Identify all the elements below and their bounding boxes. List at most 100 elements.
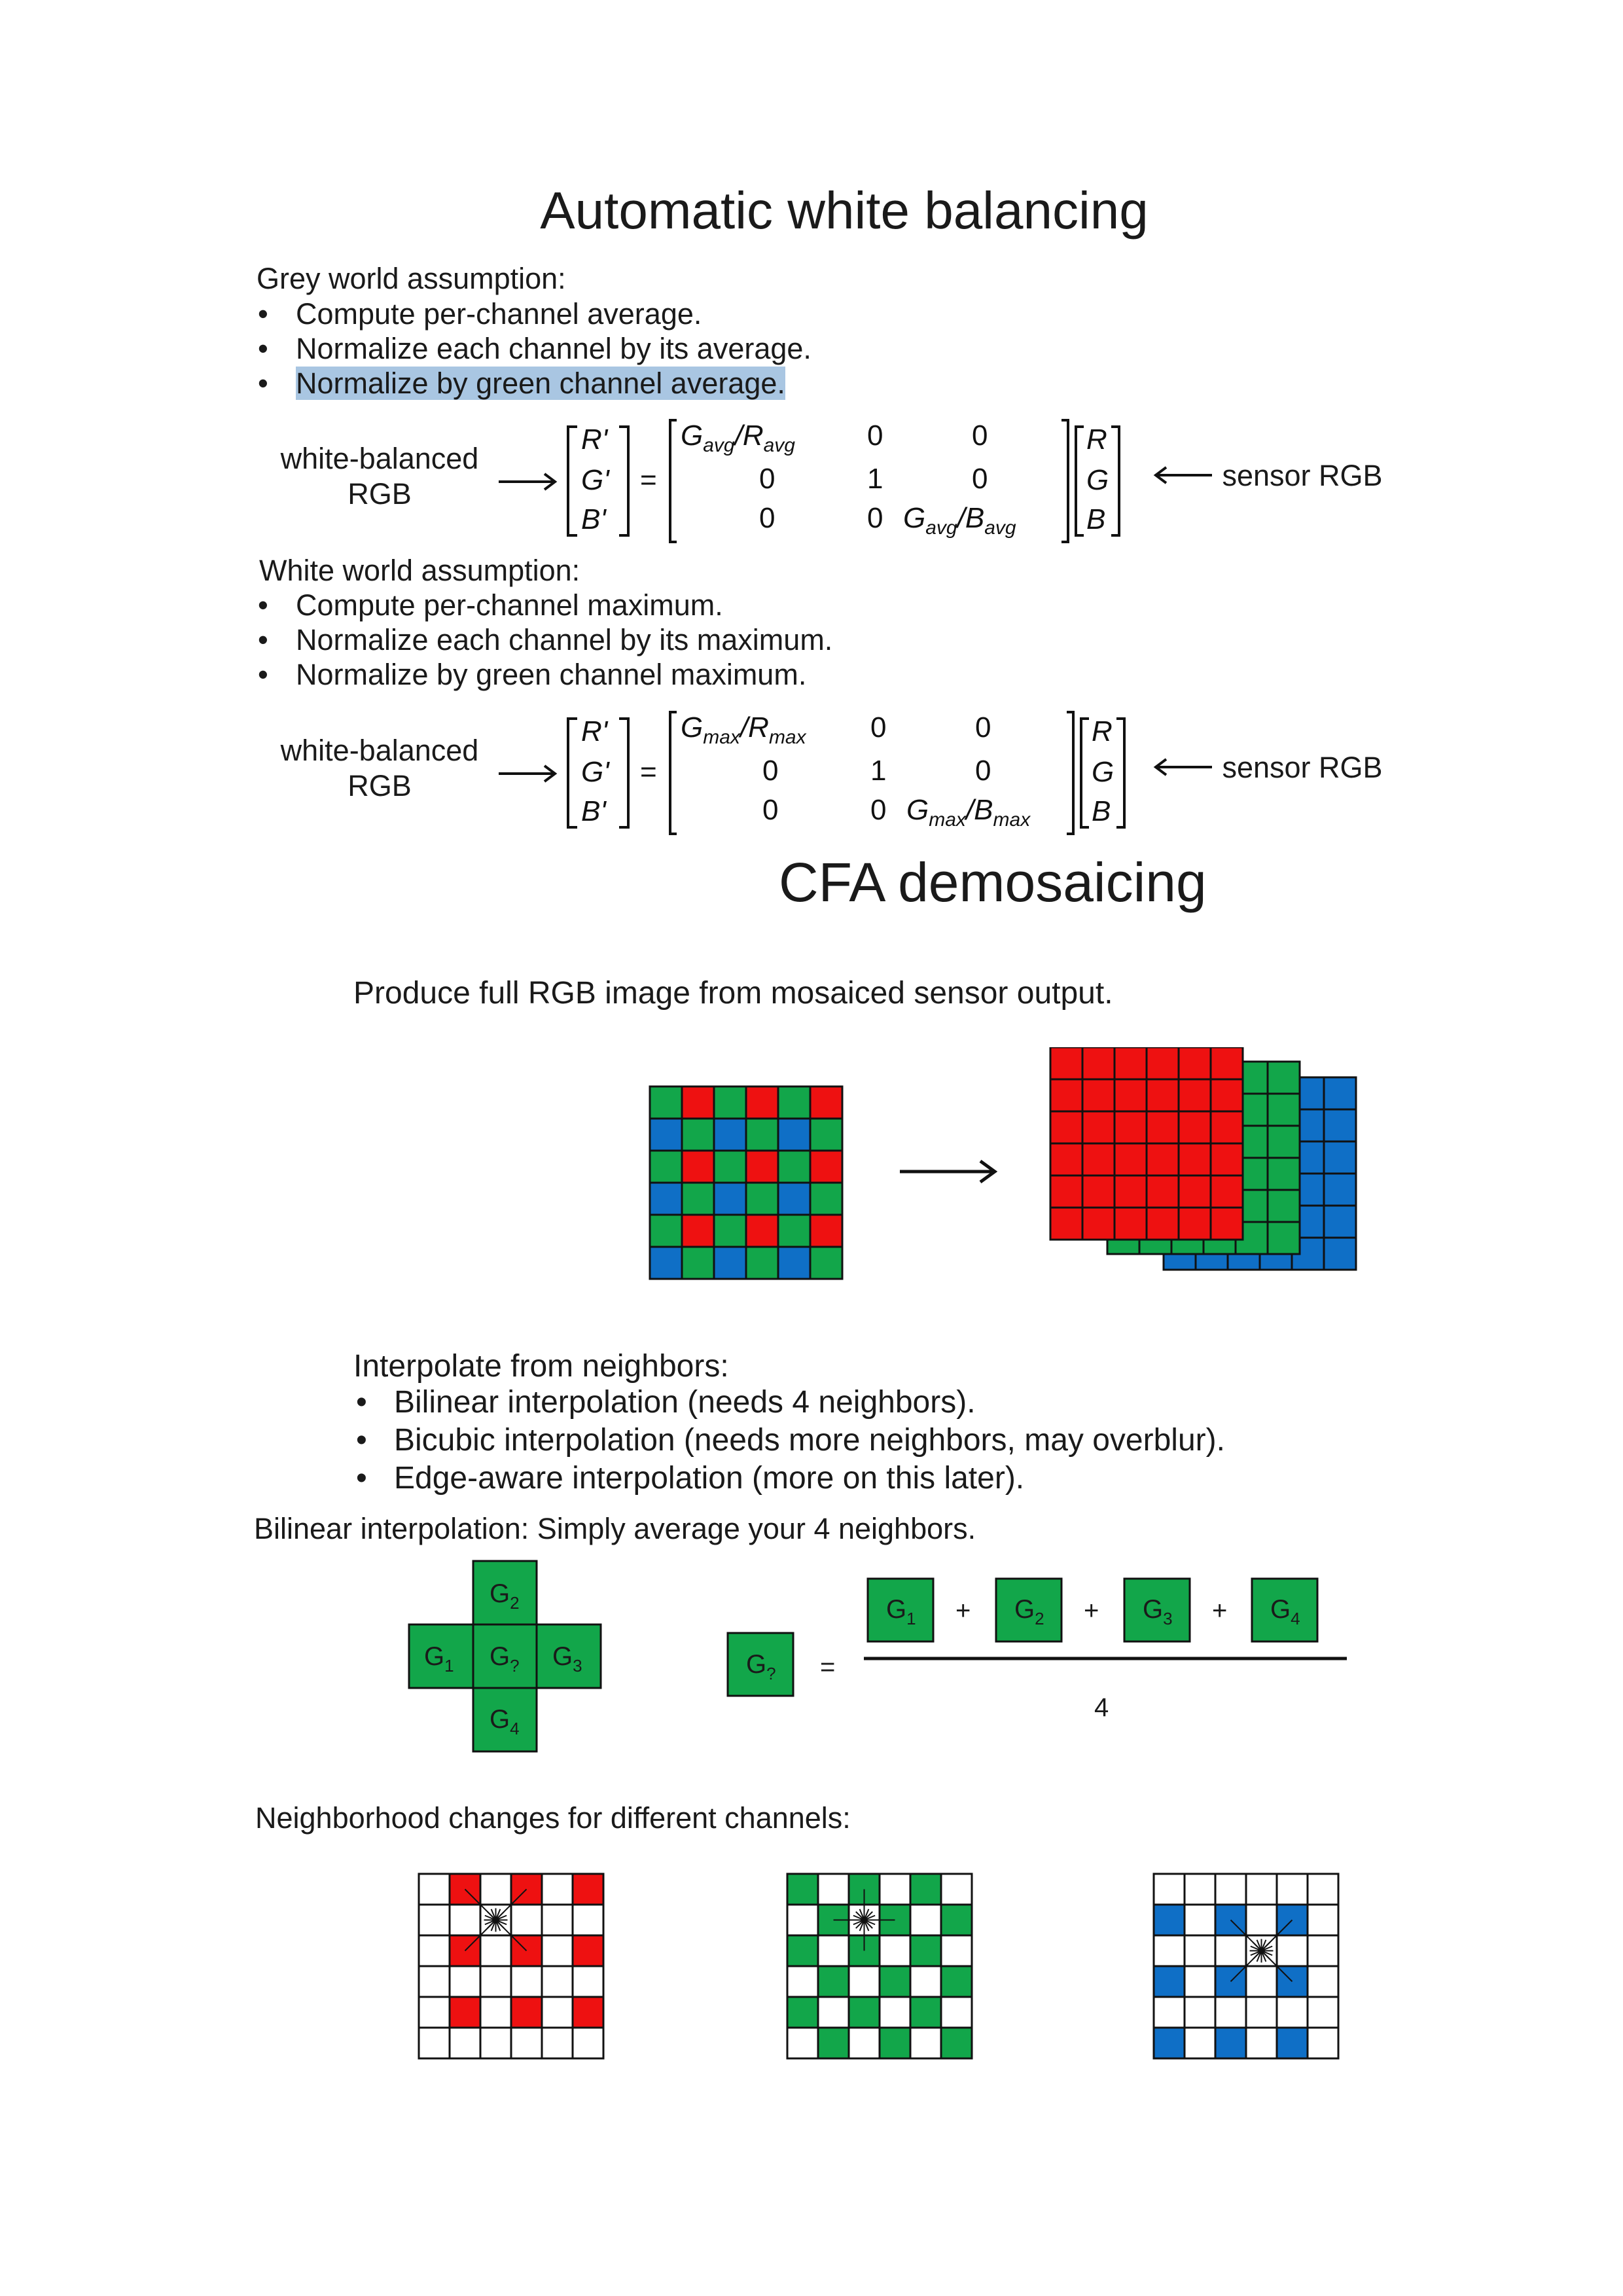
red-neighborhood-cell <box>571 1934 605 1967</box>
equals-sign: = <box>640 464 657 496</box>
blue-channel-cell <box>1323 1076 1357 1111</box>
red-channel-cell <box>1145 1142 1180 1177</box>
red-neighborhood-cell <box>479 1996 512 2029</box>
red-neighborhood-cell <box>510 2026 543 2060</box>
neighborhood-heading: Neighborhood changes for different chann… <box>255 1801 851 1835</box>
red-channel-cell <box>1145 1047 1180 1081</box>
green-neighborhood-cell <box>878 1965 912 1998</box>
blue-neighborhood-cell <box>1275 1873 1309 1906</box>
blue-neighborhood-cell <box>1183 1965 1217 1998</box>
red-neighborhood-cell <box>418 1934 451 1967</box>
red-channel-cell <box>1081 1174 1116 1209</box>
red-neighborhood-cell <box>541 1934 574 1967</box>
red-channel-cell <box>1049 1110 1084 1145</box>
bayer-cell <box>745 1213 779 1248</box>
svg-text:R: R <box>1092 715 1113 747</box>
red-neighborhood-cell <box>571 1903 605 1937</box>
red-channel-cell <box>1081 1142 1116 1177</box>
blue-channel-cell <box>1323 1204 1357 1239</box>
blue-neighborhood-cell <box>1152 1873 1186 1906</box>
blue-neighborhood-cell <box>1245 1903 1278 1937</box>
svg-text:0: 0 <box>870 794 886 826</box>
red-channel-cell <box>1209 1206 1244 1241</box>
cell-g-top: G2 <box>490 1579 520 1613</box>
red-channel-cell <box>1081 1206 1116 1241</box>
bayer-cell <box>649 1085 683 1120</box>
red-neighborhood-cell <box>479 1873 512 1906</box>
white-world-list: Compute per-channel maximum. Normalize e… <box>258 588 832 692</box>
green-neighborhood-cell <box>878 1934 912 1967</box>
green-neighborhood-cell <box>817 2026 850 2060</box>
svg-text:0: 0 <box>762 794 778 826</box>
page-title-white-balancing: Automatic white balancing <box>540 181 1149 240</box>
bayer-cell <box>713 1181 747 1216</box>
red-neighborhood-cell <box>541 2026 574 2060</box>
vector-out-r: R' <box>581 423 609 456</box>
red-neighborhood-cell <box>541 1965 574 1998</box>
green-neighborhood-cell <box>786 1965 819 1998</box>
blue-neighborhood-cell <box>1275 2026 1309 2060</box>
svg-text:+: + <box>1084 1596 1099 1625</box>
list-item: Normalize each channel by its average. <box>258 331 812 366</box>
green-neighborhood-cell <box>878 1996 912 2029</box>
blue-neighborhood-cell <box>1275 1934 1309 1967</box>
sensor-rgb-label: sensor RGB <box>1222 751 1383 784</box>
svg-text:1: 1 <box>870 755 886 787</box>
red-channel-cell <box>1113 1174 1148 1209</box>
cell-g-right: G3 <box>552 1642 582 1676</box>
red-neighborhood-cell <box>541 1873 574 1906</box>
bayer-cell <box>745 1181 779 1216</box>
highlighted-text: Normalize by green channel average. <box>296 367 785 400</box>
interpolate-heading: Interpolate from neighbors: <box>353 1349 729 1384</box>
green-channel-cell <box>1266 1157 1301 1191</box>
bayer-cell <box>713 1117 747 1152</box>
blue-neighborhood-cell <box>1275 1996 1309 2029</box>
bayer-cell <box>777 1117 812 1152</box>
vector-out-g: G' <box>581 464 610 496</box>
vector-out-b: B' <box>581 503 607 535</box>
red-channel-cell <box>1209 1110 1244 1145</box>
bayer-cell <box>809 1181 844 1216</box>
green-neighborhood-cell <box>940 2026 973 2060</box>
red-channel-cell <box>1049 1206 1084 1241</box>
red-neighborhood-cell <box>448 2026 482 2060</box>
svg-text:0: 0 <box>870 711 886 744</box>
svg-text:0: 0 <box>975 711 991 744</box>
red-neighborhood-cell <box>448 1903 482 1937</box>
blue-neighborhood-cell <box>1306 2026 1340 2060</box>
red-neighborhood-cell <box>571 2026 605 2060</box>
blue-neighborhood-cell <box>1183 1873 1217 1906</box>
svg-text:B: B <box>1086 503 1105 535</box>
bilinear-description: Bilinear interpolation: Simply average y… <box>254 1512 976 1545</box>
right-arrow-icon <box>900 1159 998 1184</box>
denominator: 4 <box>1094 1693 1109 1722</box>
red-channel-cell <box>1209 1174 1244 1209</box>
red-neighborhood-cell <box>418 1965 451 1998</box>
red-channel-cell <box>1145 1110 1180 1145</box>
blue-channel-cell <box>1323 1172 1357 1207</box>
green-neighborhood-cell <box>847 2026 881 2060</box>
blue-neighborhood-cell <box>1183 1903 1217 1937</box>
matrix-entry-11: Gavg/Ravg <box>681 420 795 456</box>
green-neighborhood-cell <box>847 1965 881 1998</box>
green-neighborhood-cell <box>786 1996 819 2029</box>
bayer-cell <box>777 1085 812 1120</box>
blue-neighborhood-cell <box>1306 1873 1340 1906</box>
svg-text:G: G <box>1092 756 1114 788</box>
blue-neighborhood-cell <box>1214 1873 1247 1906</box>
svg-text:G1: G1 <box>886 1595 916 1628</box>
red-neighborhood-cell <box>571 1996 605 2029</box>
white-world-heading: White world assumption: <box>259 554 580 587</box>
red-channel-cell <box>1049 1174 1084 1209</box>
bayer-cell <box>713 1213 747 1248</box>
red-neighborhood-cell <box>541 1996 574 2029</box>
red-neighborhood-cell <box>479 1934 512 1967</box>
cell-g-bottom: G4 <box>490 1705 520 1738</box>
svg-text:0: 0 <box>975 755 991 787</box>
bayer-cell <box>745 1246 779 1280</box>
blue-neighborhood-cell <box>1152 2026 1186 2060</box>
bayer-cell <box>649 1117 683 1152</box>
bayer-cell <box>777 1213 812 1248</box>
list-item: Bicubic interpolation (needs more neighb… <box>356 1422 1225 1460</box>
